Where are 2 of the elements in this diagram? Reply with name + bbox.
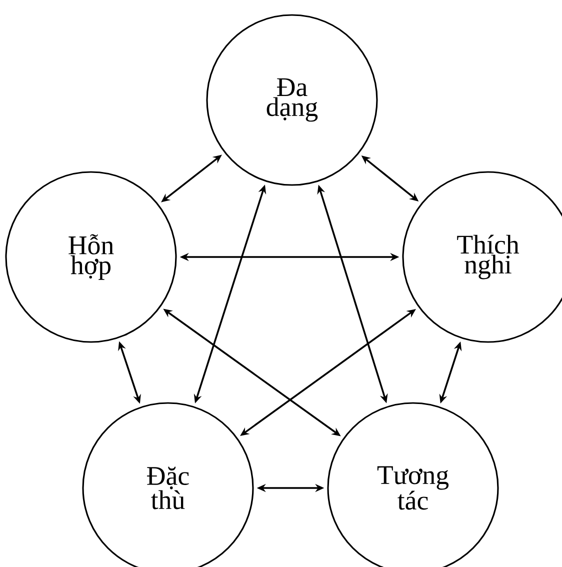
circle-node: Đa dạng bbox=[206, 14, 378, 186]
circle-node: Hỗn hợp bbox=[5, 171, 177, 343]
